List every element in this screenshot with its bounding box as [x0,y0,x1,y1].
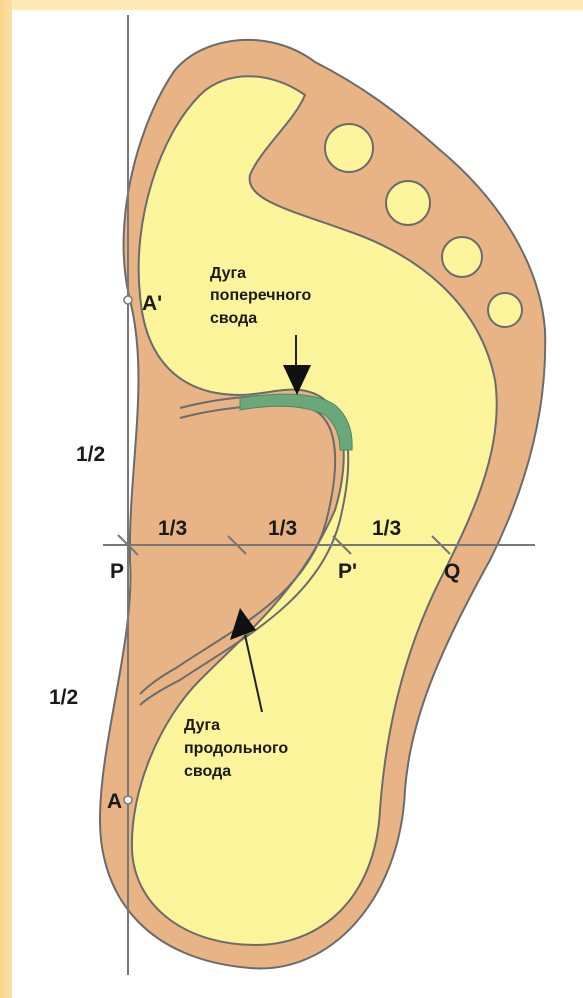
point-a-prime [124,296,132,304]
label-third-2: 1/3 [268,517,297,540]
label-q: Q [444,560,460,583]
annotation-transverse-line-3: свода [210,310,257,327]
annotation-longitudinal-line-3: свода [184,763,231,780]
label-p: P [110,560,124,583]
annotation-transverse-line-2: поперечного [210,287,311,304]
toe-1 [325,124,373,172]
point-a [124,796,132,804]
label-a: A [107,790,122,813]
toe-3 [442,237,482,277]
toe-2 [386,181,430,225]
label-half-top: 1/2 [76,443,105,466]
toe-4 [488,293,522,327]
label-a-prime: A' [142,292,162,315]
annotation-transverse-line-1: Дуга [210,265,246,282]
label-p-prime: P' [338,560,357,583]
label-third-3: 1/3 [372,517,401,540]
label-half-bottom: 1/2 [49,686,78,709]
annotation-longitudinal-line-1: Дуга [184,717,220,734]
label-third-1: 1/3 [158,517,187,540]
annotation-longitudinal-line-2: продольного [184,740,288,757]
